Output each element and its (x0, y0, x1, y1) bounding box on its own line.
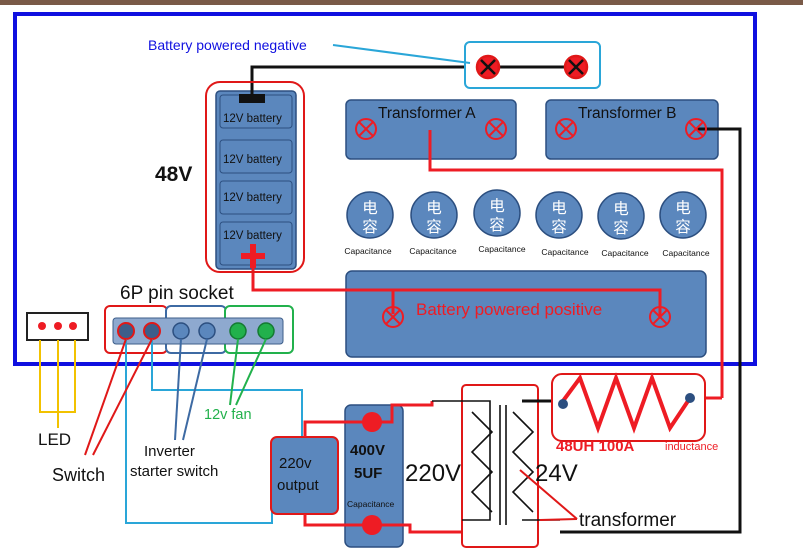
switch-label: Switch (52, 465, 105, 485)
battery-positive-bus (345, 270, 707, 358)
capacitance-label-5: Capacitance (601, 248, 649, 258)
capacitance-label-1: Capacitance (344, 246, 392, 256)
capacitor-4-glyph-top: 电 (551, 199, 567, 217)
capacitor-6 (659, 191, 707, 239)
positive-bus-terminal-left (382, 306, 404, 328)
negative-terminal-x1 (475, 54, 501, 80)
capacitor-4-glyph-bottom: 容 (551, 218, 567, 236)
capacitor-terminal-top (362, 412, 382, 432)
capacitor-2-glyph-bottom: 容 (426, 218, 442, 236)
output-label-line2: output (277, 477, 320, 494)
inverter-callout-lines (174, 338, 208, 441)
transformer-a-label: Transformer A (378, 105, 476, 122)
battery-negative-label: Battery powered negative (148, 37, 307, 53)
capacitor-glyphs: 电 容 电 容 电 容 电 容 电 容 电 容 (362, 197, 691, 237)
capacitor-2-glyph-top: 电 (426, 199, 442, 217)
fan-label: 12v fan (204, 407, 252, 423)
pin-1 (117, 322, 135, 340)
battery-negative-terminal (239, 94, 265, 103)
output-power-wires (303, 401, 462, 534)
capacitor-value-label: 5UF (354, 465, 382, 482)
pin-6 (257, 322, 275, 340)
secondary-voltage-label: 24V (535, 460, 578, 487)
battery-voltage-label: 48V (155, 163, 192, 186)
led-dot-3 (69, 322, 77, 330)
capacitor-4 (535, 191, 583, 239)
board-x-terminals (355, 118, 707, 328)
negative-callout-line (332, 44, 471, 64)
capacitor-1-glyph-top: 电 (362, 199, 378, 217)
capacitor-1-glyph-bottom: 容 (362, 218, 378, 236)
transformer-callout-lines (519, 469, 578, 521)
battery-cell-2 (219, 139, 293, 174)
positive-bus-terminal-right (649, 306, 671, 328)
capacitance-label-6: Capacitance (662, 248, 710, 258)
led-label: LED (38, 430, 71, 449)
transformer-a-terminal-left (355, 118, 377, 140)
output-220v-box (270, 436, 339, 515)
capacitance-label-2: Capacitance (409, 246, 457, 256)
battery-positive-terminal (241, 244, 265, 268)
pin-5 (229, 322, 247, 340)
output-transformer-windings (432, 400, 560, 525)
inductor-terminal-left (558, 399, 568, 409)
capacitor-type-label: Capacitance (347, 499, 395, 509)
capacitor-6-glyph-top: 电 (675, 199, 691, 217)
transformer-b-terminal-right (685, 118, 707, 140)
led-wires (39, 340, 76, 428)
inverter-board-frame (13, 12, 757, 366)
battery-positive-label: Battery powered positive (416, 300, 602, 319)
capacitor-3-glyph-bottom: 容 (489, 216, 505, 234)
battery-cell-3-label: 12V battery (223, 192, 282, 204)
inductor-rating-label: 48UH 100A (556, 438, 635, 455)
primary-voltage-label: 220V (405, 460, 461, 487)
inductor-coil (558, 372, 692, 434)
pin-2 (143, 322, 161, 340)
transformer-b-terminal-left (555, 118, 577, 140)
capacitance-label-3: Capacitance (478, 244, 526, 254)
capacitor-2 (410, 191, 458, 239)
transformer-b-label: Transformer B (578, 105, 676, 122)
output-label-line1: 220v (279, 455, 312, 472)
negative-terminal-x2 (563, 54, 589, 80)
battery-cell-3 (219, 180, 293, 215)
capacitor-5-glyph-top: 电 (613, 200, 629, 218)
capacitor-5 (597, 192, 645, 240)
inductance-label: inductance (665, 441, 718, 453)
inverter-switch-label-line2: starter switch (130, 463, 218, 480)
top-border-strip (0, 0, 803, 5)
transformer-label: transformer (579, 510, 677, 531)
x-terminals (475, 54, 589, 80)
battery-cell-4-label: 12V battery (223, 230, 282, 242)
capacitor-3 (473, 189, 521, 237)
capacitor-voltage-label: 400V (350, 442, 385, 459)
capacitor-1 (346, 191, 394, 239)
led-dot-1 (38, 322, 46, 330)
capacitance-labels: Capacitance Capacitance Capacitance Capa… (344, 244, 710, 258)
red-power-wires (251, 130, 724, 400)
pin-3 (172, 322, 190, 340)
capacitor-400v-box (344, 404, 404, 548)
pin-socket-label: 6P pin socket (120, 283, 234, 304)
capacitor-row (346, 189, 707, 240)
inverter-switch-label-line1: Inverter (144, 443, 195, 460)
capacitance-label-4: Capacitance (541, 247, 589, 257)
transformer-a-terminal-right (485, 118, 507, 140)
inductor-terminal-right (685, 393, 695, 403)
battery-pack-outline (205, 81, 305, 273)
pin-4 (198, 322, 216, 340)
switch-callout-lines (84, 338, 153, 456)
negative-callout-box (464, 41, 601, 89)
capacitor-3-glyph-top: 电 (489, 197, 505, 215)
led-dot-2 (54, 322, 62, 330)
capacitor-5-glyph-bottom: 容 (613, 219, 629, 237)
battery-cell-1-label: 12V battery (223, 113, 282, 125)
battery-cell-2-label: 12V battery (223, 154, 282, 166)
fan-callout-lines (229, 338, 267, 406)
capacitor-terminal-bottom (362, 515, 382, 535)
capacitor-6-glyph-bottom: 容 (675, 218, 691, 236)
